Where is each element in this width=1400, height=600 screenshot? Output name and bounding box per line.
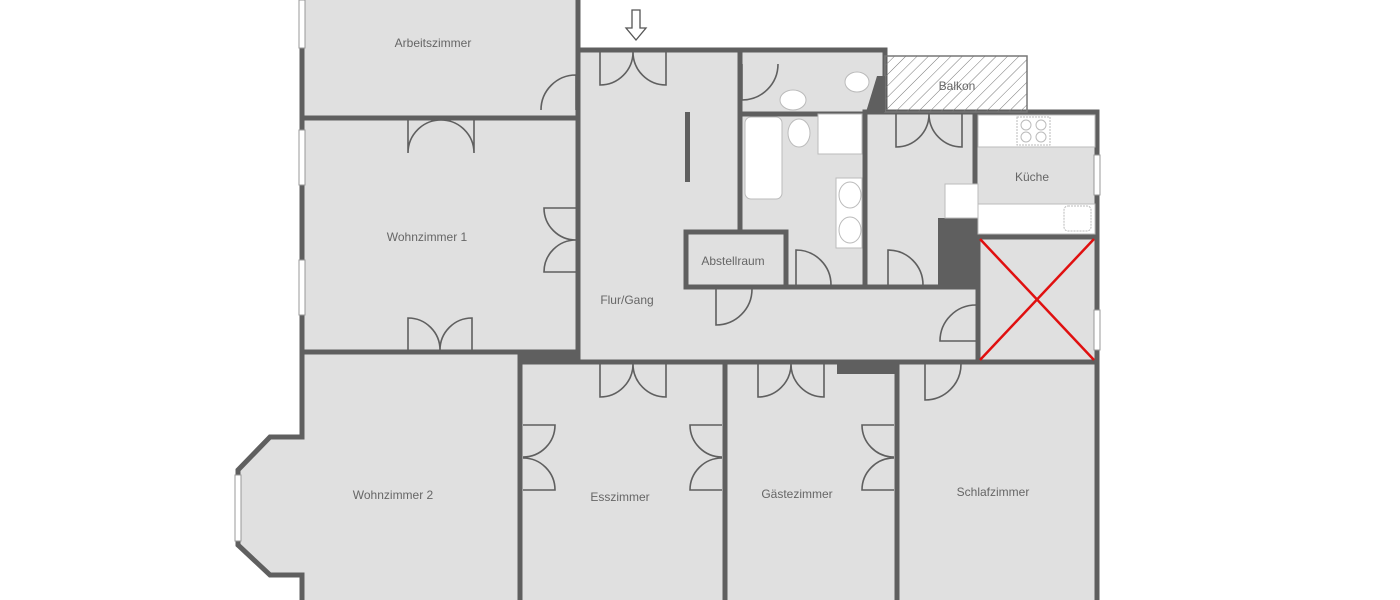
- wall-block: [938, 218, 978, 287]
- fridge: [944, 183, 979, 219]
- window: [298, 129, 306, 186]
- wall-block: [837, 360, 895, 374]
- wall-block: [520, 350, 578, 364]
- wall-block: [866, 76, 885, 112]
- label-wohnzimmer-2: Wohnzimmer 2: [353, 488, 434, 502]
- label-esszimmer: Esszimmer: [590, 490, 649, 504]
- bathtub-icon: [744, 116, 783, 200]
- toilet-icon: [844, 71, 870, 93]
- sink-icon: [779, 89, 807, 111]
- removed-room-cross: [979, 238, 1095, 361]
- door-swing-icon: [407, 51, 977, 491]
- room-esszimmer: [517, 359, 728, 600]
- label-gaestezimmer: Gästezimmer: [761, 487, 832, 501]
- room-arbeitszimmer: [299, 0, 581, 121]
- wall-block: [685, 112, 690, 182]
- window: [234, 474, 242, 542]
- room-abstellraum: [683, 229, 789, 290]
- window: [1093, 154, 1101, 196]
- kitchen-sink-icon: [1063, 205, 1092, 232]
- window: [298, 259, 306, 316]
- room-schlafzimmer: [894, 359, 1100, 600]
- window: [1093, 309, 1101, 351]
- label-flur: Flur/Gang: [600, 293, 653, 307]
- stove-icon: [1016, 116, 1051, 146]
- label-abstellraum: Abstellraum: [701, 254, 764, 268]
- toilet-icon: [787, 118, 811, 148]
- label-schlafzimmer: Schlafzimmer: [957, 485, 1030, 499]
- sink-icon: [838, 181, 862, 209]
- room-wohnzimmer-1: [299, 115, 581, 355]
- window: [298, 0, 306, 49]
- room-balkon: [884, 55, 1028, 113]
- shower-icon: [817, 113, 863, 155]
- label-arbeitszimmer: Arbeitszimmer: [395, 36, 472, 50]
- label-kueche: Küche: [1015, 170, 1049, 184]
- room-gaestezimmer: [722, 359, 900, 600]
- entrance-arrow-icon: [624, 9, 648, 42]
- room-wohnzimmer-2: [235, 349, 523, 600]
- label-balkon: Balkon: [939, 79, 976, 93]
- label-wohnzimmer-1: Wohnzimmer 1: [387, 230, 468, 244]
- sink-icon: [838, 216, 862, 244]
